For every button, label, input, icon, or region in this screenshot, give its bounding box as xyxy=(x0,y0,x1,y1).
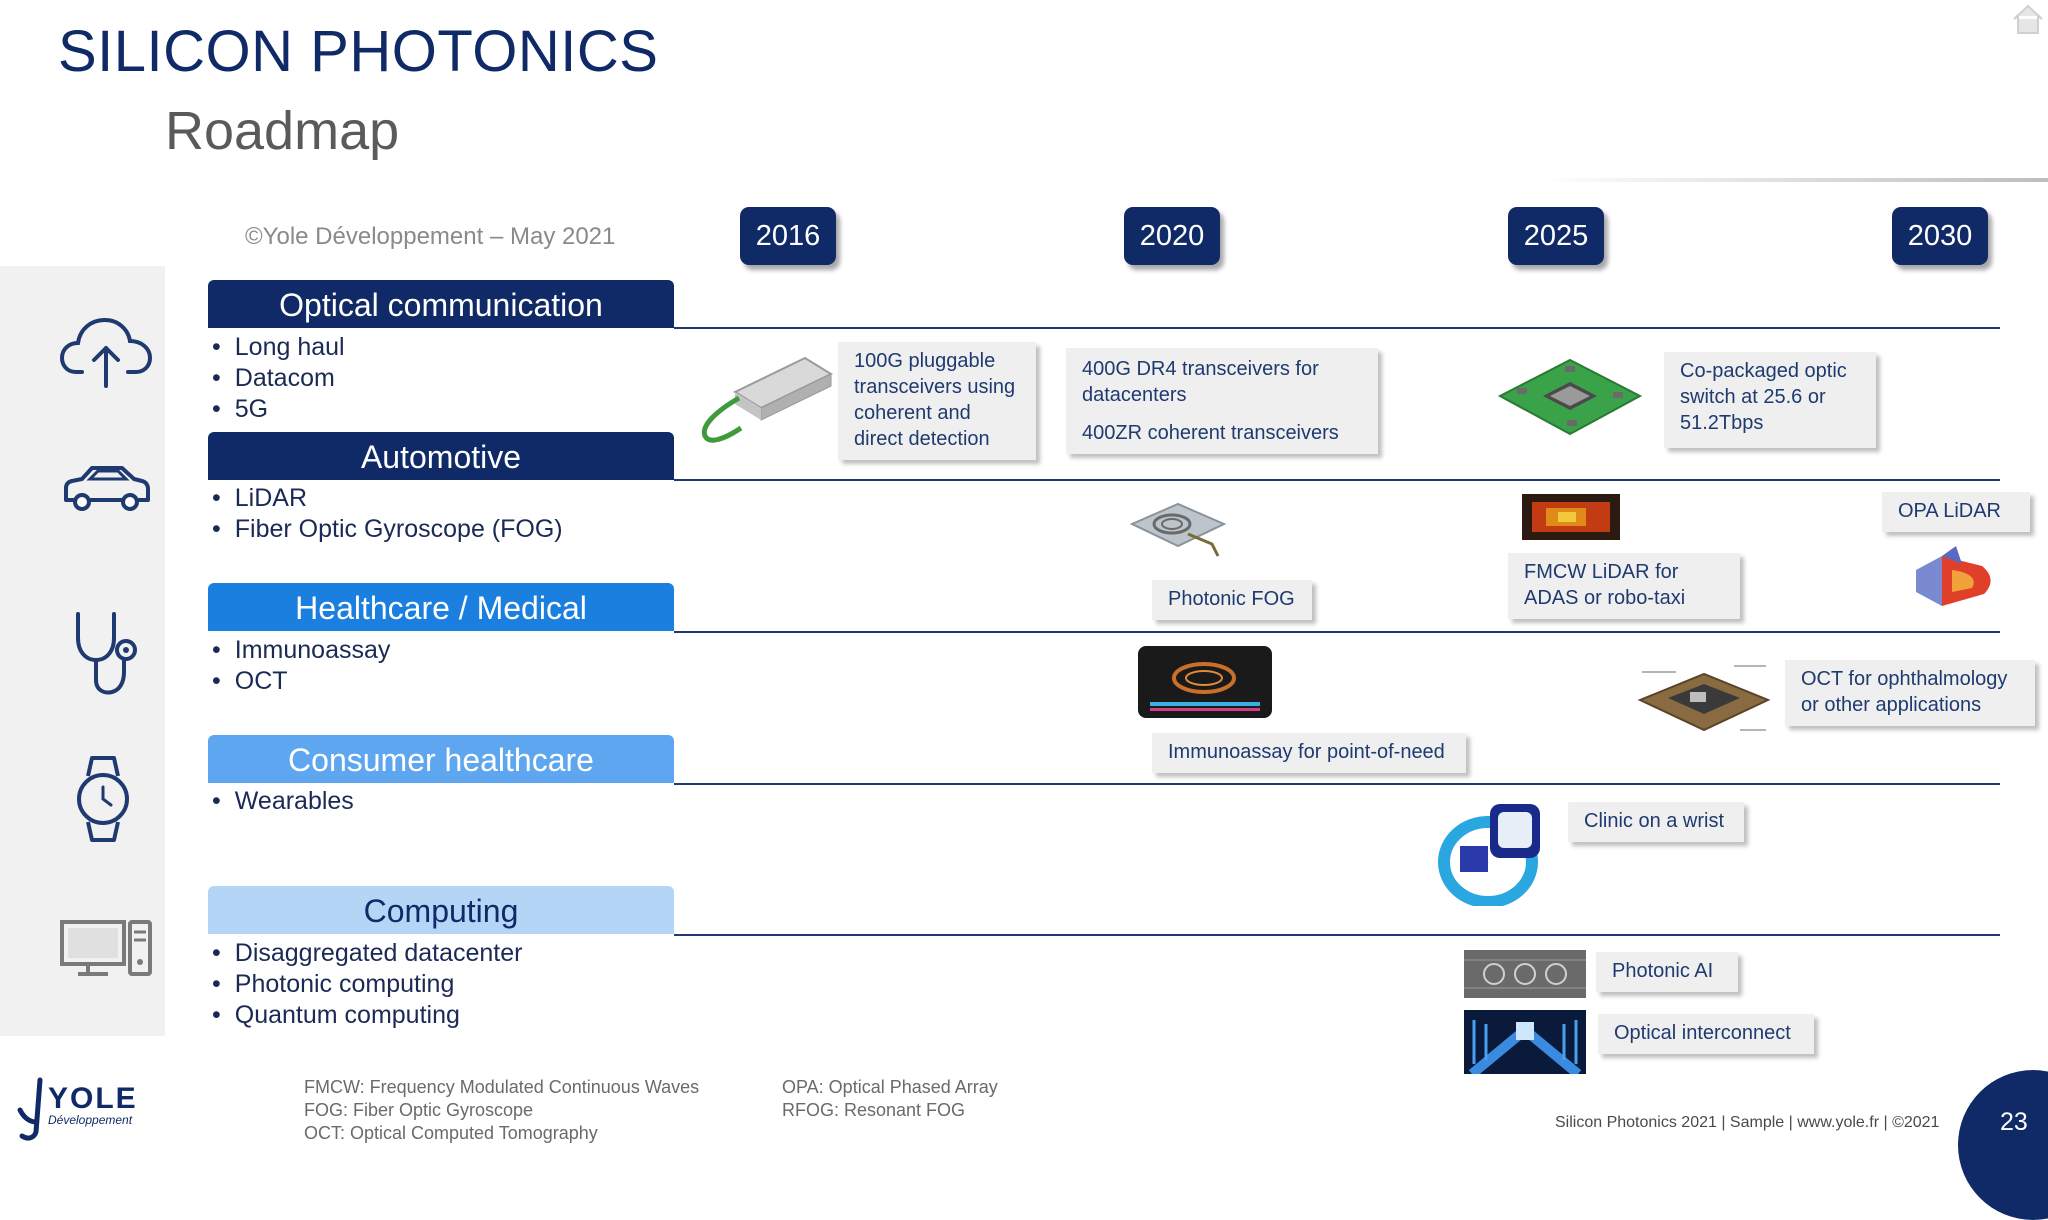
milestone-optical-interconnect: Optical interconnect xyxy=(1598,1014,1814,1054)
milestone-400g-transceivers: 400G DR4 transceivers for datacenters 40… xyxy=(1066,348,1378,454)
header-divider xyxy=(1540,178,2048,182)
page-number: 23 xyxy=(2000,1108,2028,1136)
smartwatch-icon xyxy=(77,756,129,842)
list-item: Quantum computing xyxy=(212,1000,522,1031)
milestone-fmcw-lidar: FMCW LiDAR for ADAS or robo-taxi xyxy=(1508,553,1740,619)
list-item: Wearables xyxy=(212,786,354,817)
list-item: Datacom xyxy=(212,363,345,394)
row-divider xyxy=(674,631,2000,633)
computer-icon xyxy=(60,920,152,976)
abbreviations-right: OPA: Optical Phased Array RFOG: Resonant… xyxy=(782,1076,998,1122)
milestone-oct: OCT for ophthalmology or other applicati… xyxy=(1785,660,2035,726)
year-2025: 2025 xyxy=(1508,207,1604,265)
year-2020: 2020 xyxy=(1124,207,1220,265)
bullets-consumer-healthcare: Wearables xyxy=(212,786,354,817)
milestone-photonic-ai: Photonic AI xyxy=(1596,952,1738,992)
opa-lidar-image xyxy=(1916,546,1991,606)
abbreviation: RFOG: Resonant FOG xyxy=(782,1100,966,1120)
list-item: OCT xyxy=(212,666,390,697)
year-2030: 2030 xyxy=(1892,207,1988,265)
row-divider xyxy=(674,934,2000,936)
category-consumer-healthcare: Consumer healthcare xyxy=(208,735,674,783)
abbreviation: FOG: Fiber Optic Gyroscope xyxy=(304,1100,534,1120)
milestone-opa-lidar: OPA LiDAR xyxy=(1882,492,2030,532)
bullets-computing: Disaggregated datacenter Photonic comput… xyxy=(212,938,523,1031)
source-note: Silicon Photonics 2021 | Sample | www.yo… xyxy=(1555,1114,1940,1131)
photonic-ai-image xyxy=(1464,950,1586,998)
abbreviation: FMCW: Frequency Modulated Continuous Wav… xyxy=(304,1077,700,1097)
yole-logo-mark xyxy=(17,1077,43,1141)
co-packaged-switch-image xyxy=(1497,358,1643,436)
row-divider xyxy=(674,327,2000,329)
category-automotive: Automotive xyxy=(208,432,674,480)
milestone-100g-pluggable: 100G pluggable transceivers using cohere… xyxy=(838,342,1036,460)
page-title: SILICON PHOTONICS xyxy=(58,19,659,84)
abbreviations-left: FMCW: Frequency Modulated Continuous Wav… xyxy=(304,1076,699,1145)
list-item: Immunoassay xyxy=(212,635,391,666)
abbreviation: OPA: Optical Phased Array xyxy=(782,1077,998,1097)
list-item: 5G xyxy=(212,394,345,425)
datacenter-image xyxy=(1464,1010,1586,1074)
milestone-immunoassay: Immunoassay for point-of-need xyxy=(1152,733,1466,773)
smartwatch-device-image xyxy=(1438,804,1540,906)
page-subtitle: Roadmap xyxy=(165,101,400,161)
bullets-optical-communication: Long haul Datacom 5G xyxy=(212,332,345,425)
photonic-fog-image xyxy=(1129,502,1227,557)
year-2016: 2016 xyxy=(740,207,836,265)
milestone-400zr: 400ZR coherent transceivers xyxy=(1082,422,1339,444)
milestone-photonic-fog: Photonic FOG xyxy=(1152,580,1312,620)
copyright-note: ©Yole Développement – May 2021 xyxy=(245,223,616,250)
row-divider xyxy=(674,479,2000,481)
list-item: Long haul xyxy=(212,332,345,363)
bullets-automotive: LiDAR Fiber Optic Gyroscope (FOG) xyxy=(212,483,563,545)
pluggable-transceiver-image xyxy=(701,356,834,443)
category-computing: Computing xyxy=(208,886,674,934)
home-icon[interactable] xyxy=(2010,2,2046,36)
bullets-healthcare: Immunoassay OCT xyxy=(212,635,391,697)
logo-text: YOLE xyxy=(48,1082,138,1115)
oct-device-image xyxy=(1637,665,1771,732)
list-item: LiDAR xyxy=(212,483,563,514)
list-item: Fiber Optic Gyroscope (FOG) xyxy=(212,514,563,545)
milestone-co-packaged-optics: Co-packaged optic switch at 25.6 or 51.2… xyxy=(1664,352,1876,448)
car-icon xyxy=(64,466,150,511)
logo-subtext: Développement xyxy=(48,1113,133,1127)
page-number-badge xyxy=(1958,1070,2048,1220)
milestone-clinic-on-a-wrist: Clinic on a wrist xyxy=(1568,802,1744,842)
cloud-upload-icon xyxy=(59,317,153,388)
category-healthcare-medical: Healthcare / Medical xyxy=(208,583,674,631)
row-divider xyxy=(674,783,2000,785)
list-item: Photonic computing xyxy=(212,969,522,1000)
abbreviation: OCT: Optical Computed Tomography xyxy=(304,1123,598,1143)
list-item: Disaggregated datacenter xyxy=(212,938,523,969)
immunoassay-chip-image xyxy=(1138,646,1272,718)
fmcw-lidar-image xyxy=(1522,494,1620,540)
stethoscope-icon xyxy=(76,612,137,695)
category-optical-communication: Optical communication xyxy=(208,280,674,328)
milestone-400g-dr4: 400G DR4 transceivers for datacenters xyxy=(1082,358,1319,406)
